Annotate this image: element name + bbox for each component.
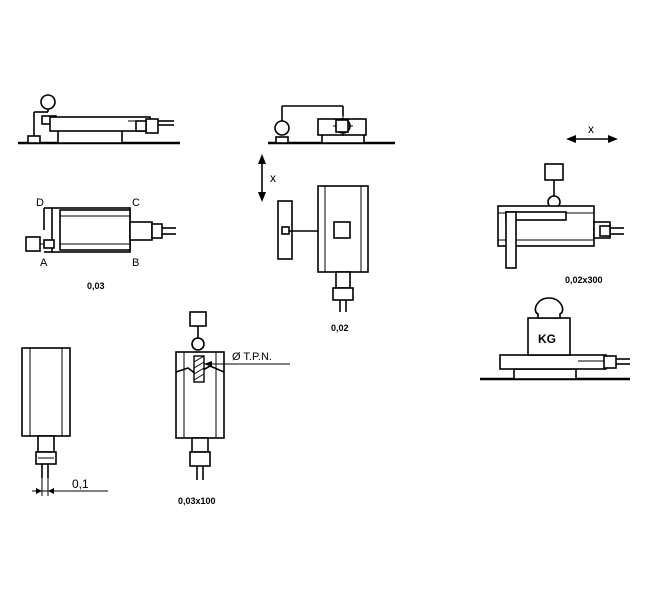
fig-top-view-corners: D C A B 0,03 bbox=[25, 197, 176, 291]
fig-weight-test: KG bbox=[480, 297, 630, 381]
corner-label-a: A bbox=[40, 257, 48, 269]
corner-label-d: D bbox=[36, 197, 44, 209]
fig-taper-check: Ø T.P.N. 0,03x100 bbox=[175, 311, 290, 506]
diameter-label: Ø T.P.N. bbox=[232, 351, 272, 363]
corner-label-b: B bbox=[132, 257, 139, 269]
fig-center-check: 0,02 bbox=[277, 185, 369, 333]
tolerance-straightness: 0,03 bbox=[87, 281, 105, 291]
fig-guide-square: 0,02x300 bbox=[497, 163, 624, 285]
axis-x-label-horizontal: x bbox=[588, 122, 594, 136]
axis-arrow-horizontal: x bbox=[566, 122, 618, 143]
axis-x-label-vertical: x bbox=[270, 171, 276, 185]
tolerance-runout: 0,1 bbox=[72, 477, 89, 491]
weight-label: KG bbox=[538, 332, 556, 346]
tolerance-taper-check: 0,03x100 bbox=[178, 496, 216, 506]
fig-side-view-middle bbox=[268, 105, 395, 145]
fig-runout: 0,1 bbox=[21, 347, 108, 496]
axis-arrow-vertical: x bbox=[258, 154, 276, 202]
corner-label-c: C bbox=[132, 197, 140, 209]
tolerance-guide-square: 0,02x300 bbox=[565, 275, 603, 285]
tolerance-center-check: 0,02 bbox=[331, 323, 349, 333]
fig-side-view-left bbox=[18, 94, 180, 145]
